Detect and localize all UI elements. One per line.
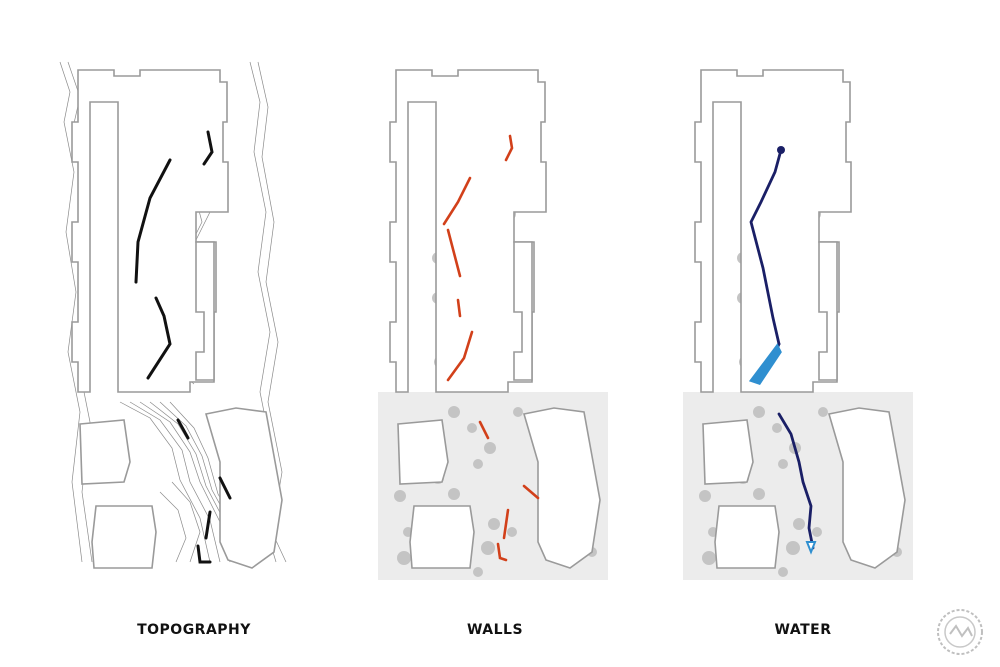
- building-lower-left-1: [702, 419, 754, 485]
- building-lower-left-2: [91, 505, 157, 569]
- building-lower-left-1: [397, 419, 449, 485]
- site-logo-stamp-icon: [937, 609, 983, 655]
- building-upper-notch: [195, 241, 215, 381]
- water-path: [748, 146, 817, 555]
- walls-panel: [378, 69, 608, 580]
- building-upper-notch: [513, 241, 533, 381]
- building-lower-left-1: [79, 419, 131, 485]
- building-lower-right: [205, 407, 283, 569]
- walls-path: [442, 134, 540, 562]
- water-outlet-icon: [805, 541, 817, 555]
- topography-path: [134, 130, 232, 564]
- building-upper-notch: [818, 241, 838, 381]
- buildings: [71, 69, 283, 569]
- water-caption: WATER: [774, 622, 832, 638]
- water-basin: [748, 343, 782, 385]
- topography-caption: TOPOGRAPHY: [137, 622, 251, 638]
- walls-caption: WALLS: [466, 622, 524, 638]
- water-panel: [683, 69, 913, 580]
- building-lower-left-2: [714, 505, 780, 569]
- building-lower-left-2: [409, 505, 475, 569]
- topography-panel: [59, 61, 287, 569]
